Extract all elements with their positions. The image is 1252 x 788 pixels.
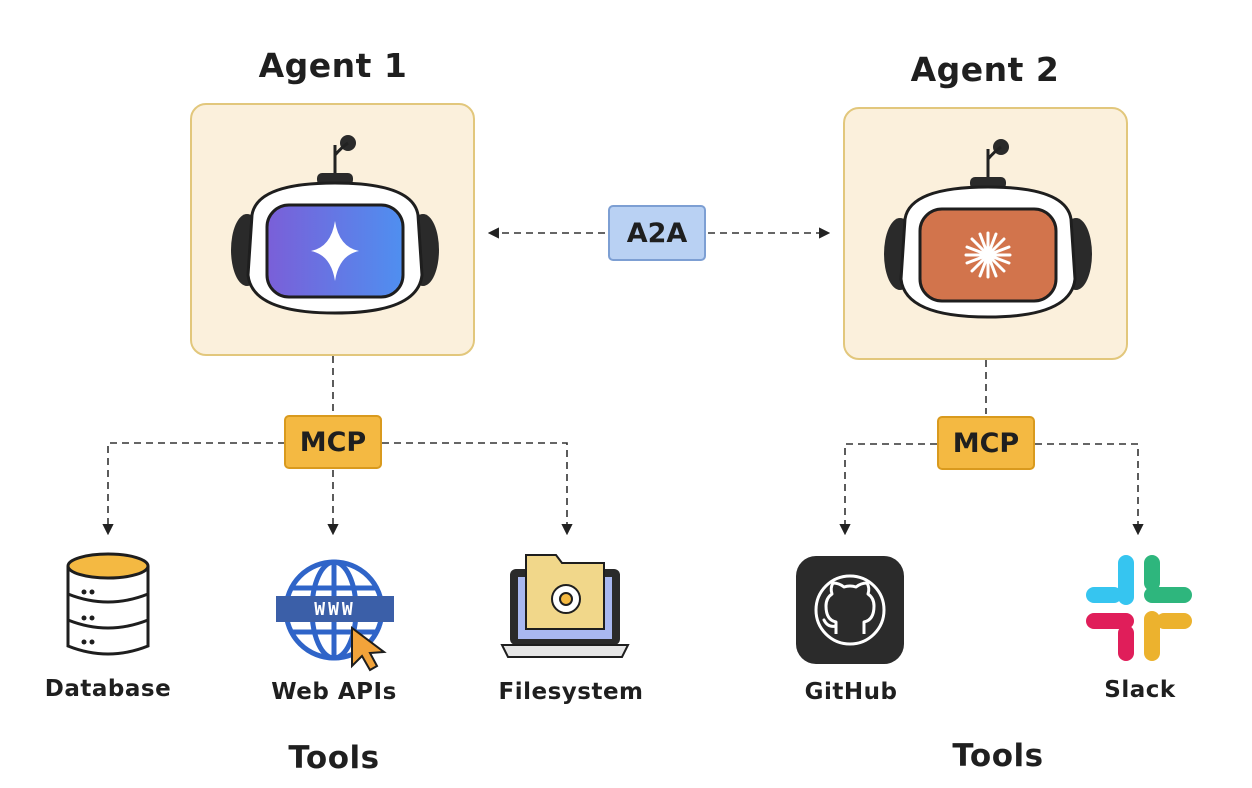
web-apis-icon: www [272,554,396,672]
slack-label: Slack [1104,677,1176,703]
tools-title-left: Tools [288,740,380,776]
www-badge: www [276,596,394,622]
mcp-slack-connector [1035,443,1144,536]
mcp-database-connector [102,442,285,536]
agent2-title: Agent 2 [910,50,1060,89]
filesystem-label: Filesystem [498,679,644,705]
web-apis-label: Web APIs [271,679,397,705]
database-icon [66,552,150,656]
github-icon [796,556,904,664]
a2a-tag: A2A [608,205,706,261]
filesystem-icon [500,554,630,658]
mcp-github-connector [839,443,937,536]
agent1-robot-icon [231,135,439,315]
agent2-robot-icon [884,139,1092,319]
database-label: Database [44,676,172,702]
slack-icon [1086,555,1192,661]
github-label: GitHub [804,679,898,705]
globe-icon [283,559,387,672]
mcp-tag-left: MCP [284,415,382,469]
agent1-title: Agent 1 [258,46,408,85]
mcp-tag-right: MCP [937,416,1035,470]
agent1-card [190,103,475,356]
mcp-filesystem-connector [382,442,573,536]
tools-title-right: Tools [952,738,1044,774]
agent2-card [843,107,1128,360]
